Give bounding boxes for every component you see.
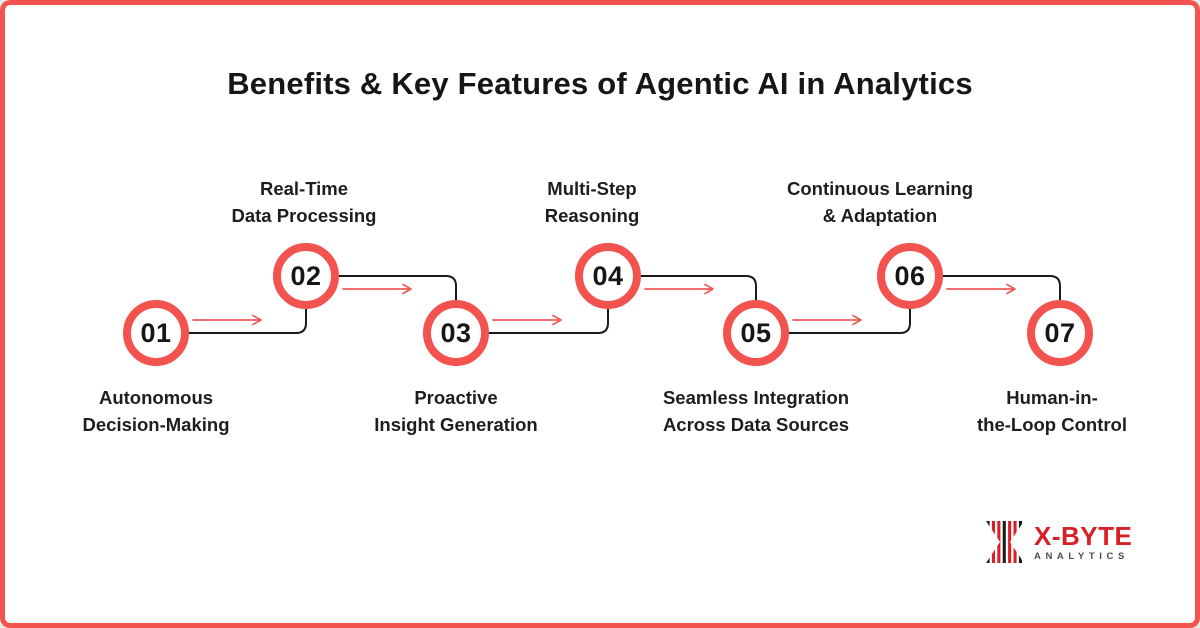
step-circle-06: 06 (877, 243, 943, 309)
step-circle-02: 02 (273, 243, 339, 309)
step-number: 02 (290, 260, 322, 291)
connector-elbow-line (338, 275, 457, 301)
step-circle-01: 01 (123, 300, 189, 366)
page-title: Benefits & Key Features of Agentic AI in… (227, 66, 973, 101)
step-number: 03 (440, 317, 472, 348)
step-circle-04: 04 (575, 243, 641, 309)
red-arrow-icon (644, 283, 714, 295)
step-number: 06 (894, 260, 926, 291)
step-label-line: Reasoning (544, 205, 640, 226)
connector-elbow-line (640, 275, 757, 301)
step-circle-07: 07 (1027, 300, 1093, 366)
step-label-line: Human-in- (1006, 387, 1098, 408)
step-number: 07 (1044, 317, 1076, 348)
step-label-line: Insight Generation (374, 414, 538, 435)
red-arrow-icon (192, 314, 262, 326)
step-label-line: Decision-Making (82, 414, 230, 435)
step-label-line: Across Data Sources (662, 414, 850, 435)
step-label-line: Continuous Learning (786, 178, 973, 199)
connector-elbow-line (942, 275, 1061, 301)
step-label-07: Human-in-the-Loop Control (932, 384, 1172, 438)
connector-elbow-line (488, 308, 609, 334)
red-arrow-icon (492, 314, 562, 326)
logo-brand-name: X-BYTE (1034, 521, 1133, 551)
step-number: 05 (740, 317, 772, 348)
step-number: 01 (140, 317, 172, 348)
step-circle-03: 03 (423, 300, 489, 366)
red-arrow-icon (342, 283, 412, 295)
step-label-line: Seamless Integration (662, 387, 850, 408)
connector-elbow-line (788, 308, 911, 334)
xbyte-logo-icon (986, 521, 1022, 563)
step-label-line: Autonomous (98, 387, 214, 408)
step-label-line: Proactive (414, 387, 498, 408)
red-arrow-icon (946, 283, 1016, 295)
step-label-06: Continuous Learning & Adaptation (760, 175, 1000, 229)
step-label-line: the-Loop Control (976, 414, 1127, 435)
logo-text: X-BYTE ANALYTICS (1034, 522, 1132, 562)
red-arrow-icon (792, 314, 862, 326)
step-label-line: Multi-Step (547, 178, 637, 199)
brand-logo: X-BYTE ANALYTICS (986, 521, 1132, 563)
step-number: 04 (592, 260, 624, 291)
connector-elbow-line (188, 308, 307, 334)
step-label-line: & Adaptation (822, 205, 938, 226)
step-label-line: Data Processing (231, 205, 377, 226)
step-circle-05: 05 (723, 300, 789, 366)
step-label-line: Real-Time (259, 178, 349, 199)
logo-subtext: ANALYTICS (1034, 551, 1129, 562)
